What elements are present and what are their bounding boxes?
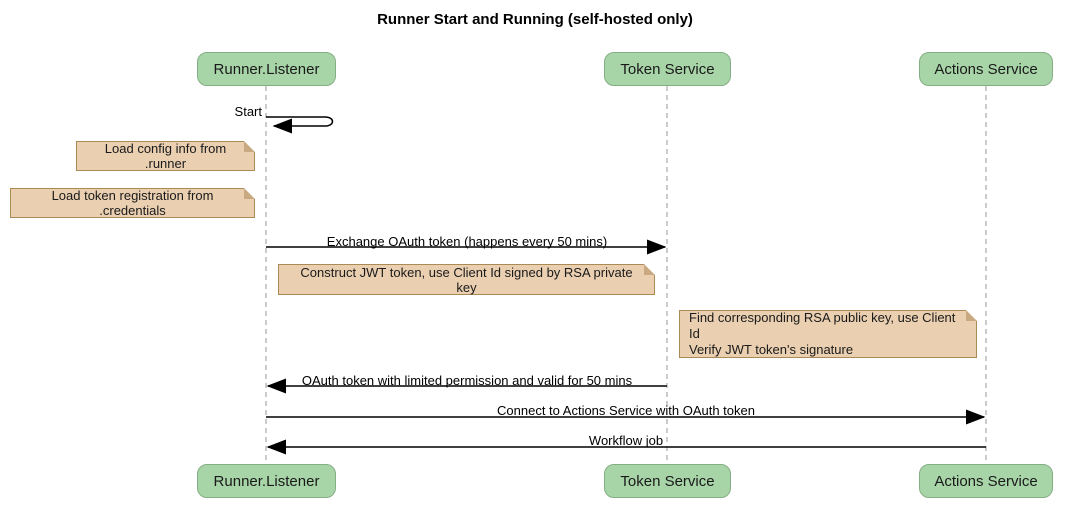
participant-label: Token Service [620,472,715,490]
note-text: Load token registration from .credential… [51,188,214,218]
arrow-start-self [266,116,334,134]
participant-token-service-top: Token Service [604,52,731,86]
participant-label: Runner.Listener [213,60,320,78]
participant-label: Actions Service [934,472,1038,490]
participant-token-service-bottom: Token Service [604,464,731,498]
message-label-connect-actions: Connect to Actions Service with OAuth to… [497,403,755,418]
note-text: Load config info from .runner [104,141,227,171]
note-load-config: Load config info from .runner [76,141,255,171]
participant-label: Actions Service [934,60,1038,78]
note-load-credentials: Load token registration from .credential… [10,188,255,218]
participant-label: Token Service [620,60,715,78]
participant-actions-service-top: Actions Service [919,52,1053,86]
participant-runner-listener-top: Runner.Listener [197,52,336,86]
message-label-workflow-job: Workflow job [588,433,664,448]
participant-actions-service-bottom: Actions Service [919,464,1053,498]
diagram-title: Runner Start and Running (self-hosted on… [377,11,693,28]
note-text: Find corresponding RSA public key, use C… [689,310,966,358]
message-label-exchange-oauth: Exchange OAuth token (happens every 50 m… [326,234,608,249]
note-text-line: Find corresponding RSA public key, use C… [689,310,956,341]
note-construct-jwt: Construct JWT token, use Client Id signe… [278,264,655,295]
participant-runner-listener-bottom: Runner.Listener [197,464,336,498]
note-text-line: Verify JWT token's signature [689,342,854,357]
note-text: Construct JWT token, use Client Id signe… [300,264,633,295]
participant-label: Runner.Listener [213,472,320,490]
message-label-oauth-return: OAuth token with limited permission and … [301,373,633,388]
message-label-start: Start [234,104,262,119]
note-verify-jwt: Find corresponding RSA public key, use C… [679,310,977,358]
